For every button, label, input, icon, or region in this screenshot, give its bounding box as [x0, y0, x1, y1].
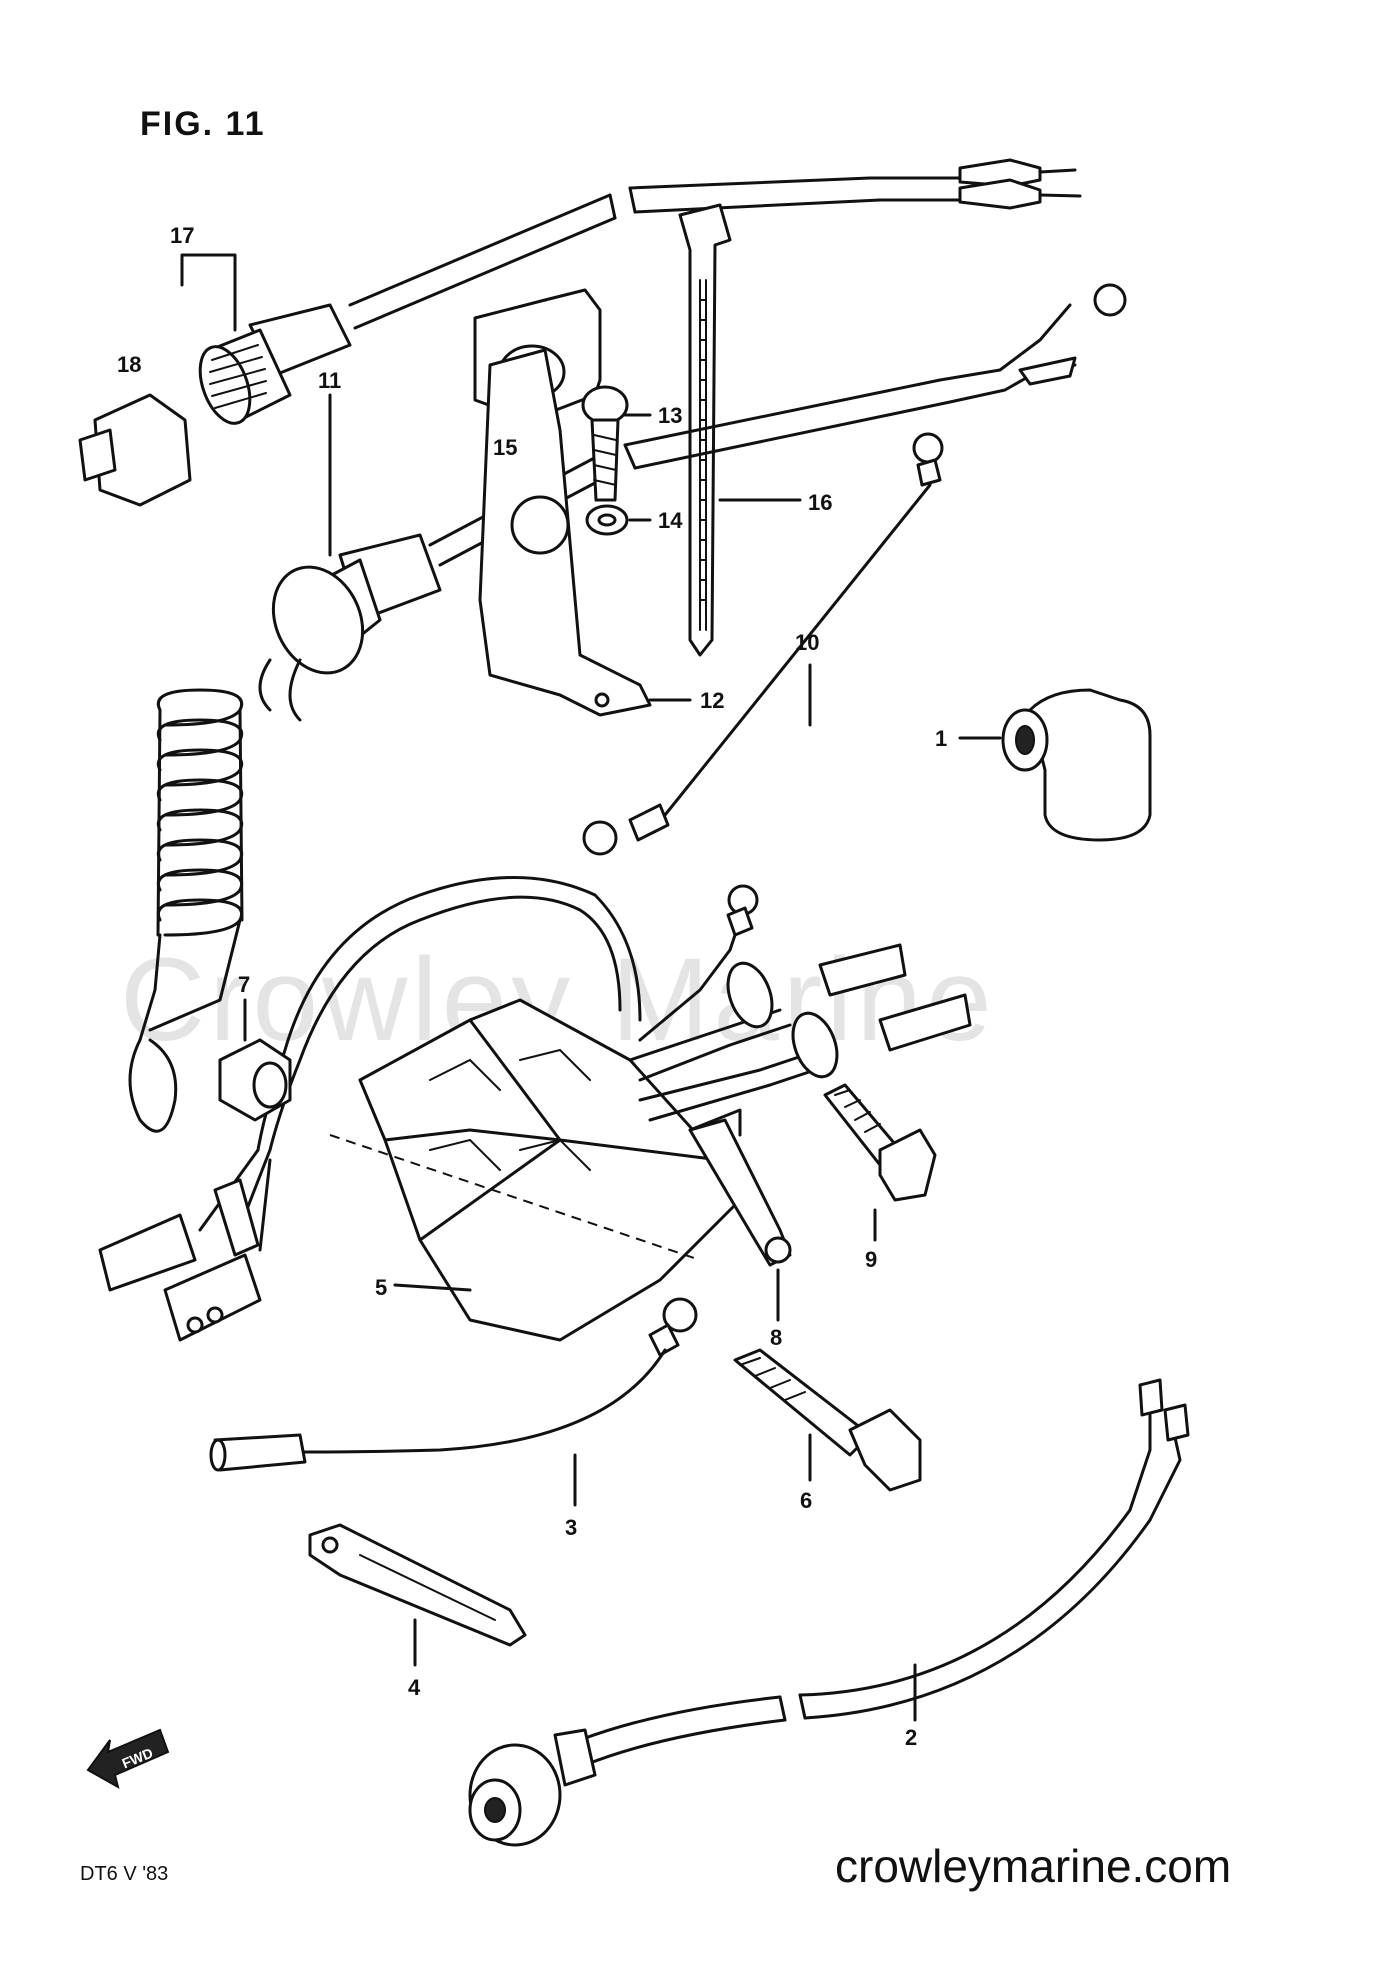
figure-title: FIG. 11 — [140, 105, 266, 143]
part-12-bracket — [478, 348, 692, 717]
cdi-wiring — [98, 876, 972, 1342]
part-2-lead-wire — [468, 1378, 1190, 1847]
part-17-connector — [78, 158, 1082, 507]
callout-6: 6 — [800, 1488, 812, 1513]
callout-16: 16 — [808, 490, 832, 515]
part-6-long-bolt — [733, 1348, 922, 1492]
callout-15: 15 — [493, 435, 517, 460]
part-1-cap — [958, 688, 1152, 842]
callout-14: 14 — [658, 508, 683, 533]
part-3-wire — [209, 1297, 698, 1507]
part-10-ground-wire — [582, 432, 944, 856]
lanyard-coil — [128, 688, 244, 1133]
part-13-screw — [581, 385, 652, 502]
callout-2: 2 — [905, 1725, 917, 1750]
callout-3: 3 — [565, 1515, 577, 1540]
callout-12: 12 — [700, 688, 724, 713]
callout-17: 17 — [170, 223, 194, 248]
website-url: crowleymarine.com — [835, 1840, 1231, 1892]
callout-8: 8 — [770, 1325, 782, 1350]
part-5-cdi-unit — [329, 998, 742, 1342]
callout-11: 11 — [318, 368, 341, 393]
callout-1: 1 — [935, 726, 947, 751]
callout-4: 4 — [408, 1675, 421, 1700]
fwd-arrow-icon: FWD — [86, 1728, 170, 1790]
part-4-bracket — [308, 1523, 527, 1667]
callout-5: 5 — [375, 1275, 387, 1300]
part-11-stop-switch — [258, 283, 1127, 722]
callout-13: 13 — [658, 403, 682, 428]
part-7-spacer — [218, 998, 292, 1122]
figure-code: DT6 V '83 — [80, 1863, 168, 1885]
callout-7: 7 — [238, 972, 250, 997]
part-9-bolt — [823, 1083, 937, 1242]
callout-9: 9 — [865, 1247, 877, 1272]
callout-10: 10 — [795, 630, 819, 655]
part-14-washer — [585, 504, 652, 536]
callout-18: 18 — [117, 352, 141, 377]
